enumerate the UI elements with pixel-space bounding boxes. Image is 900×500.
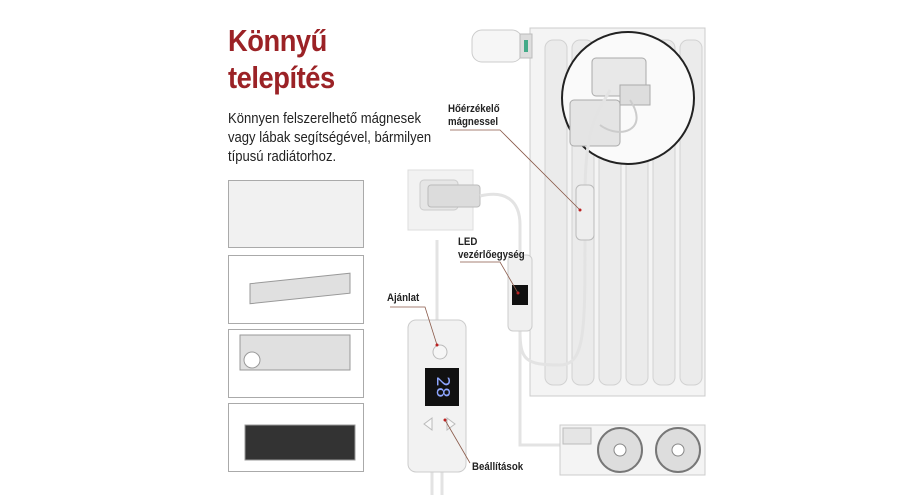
install-panel-magnets bbox=[228, 180, 364, 248]
callout-text: LED bbox=[458, 236, 478, 248]
description-line: Könnyen felszerelhető mágnesek bbox=[228, 111, 421, 127]
title-line: telepítés bbox=[228, 60, 335, 95]
callout-text: Hőérzékelő bbox=[448, 103, 500, 115]
temperature-display: 28 bbox=[432, 376, 453, 398]
description: Könnyen felszerelhető mágnesek vagy lába… bbox=[228, 110, 507, 167]
sensor-closeup-inset bbox=[561, 31, 695, 165]
callout-text: mágnessel bbox=[448, 116, 499, 128]
offer-button bbox=[432, 344, 448, 360]
controller bbox=[407, 319, 467, 473]
callout-text: vezérlőegység bbox=[458, 249, 525, 261]
install-panel-feet bbox=[228, 329, 364, 398]
callout-settings: Beállítások bbox=[472, 461, 524, 473]
callout-offer: Ajánlat bbox=[387, 292, 420, 304]
thermostat-valve bbox=[471, 29, 533, 63]
install-panel-bracket bbox=[228, 255, 364, 324]
description-line: típusú radiátorhoz. bbox=[228, 149, 337, 165]
callout-sensor: Hőérzékelő mágnessel bbox=[448, 103, 500, 129]
description-line: vagy lábak segítségével, bármilyen bbox=[228, 130, 432, 146]
cables bbox=[430, 89, 612, 495]
led-control-unit bbox=[507, 254, 533, 332]
page-title: Könnyű telepítés bbox=[228, 22, 335, 96]
temperature-sensor bbox=[575, 184, 595, 241]
callout-lines bbox=[390, 129, 581, 464]
callout-led: LED vezérlőegység bbox=[458, 236, 525, 262]
title-line: Könnyű bbox=[228, 23, 327, 58]
install-panel-floor-convector bbox=[228, 403, 364, 472]
fan-unit bbox=[559, 424, 706, 476]
wall-socket bbox=[407, 169, 481, 231]
